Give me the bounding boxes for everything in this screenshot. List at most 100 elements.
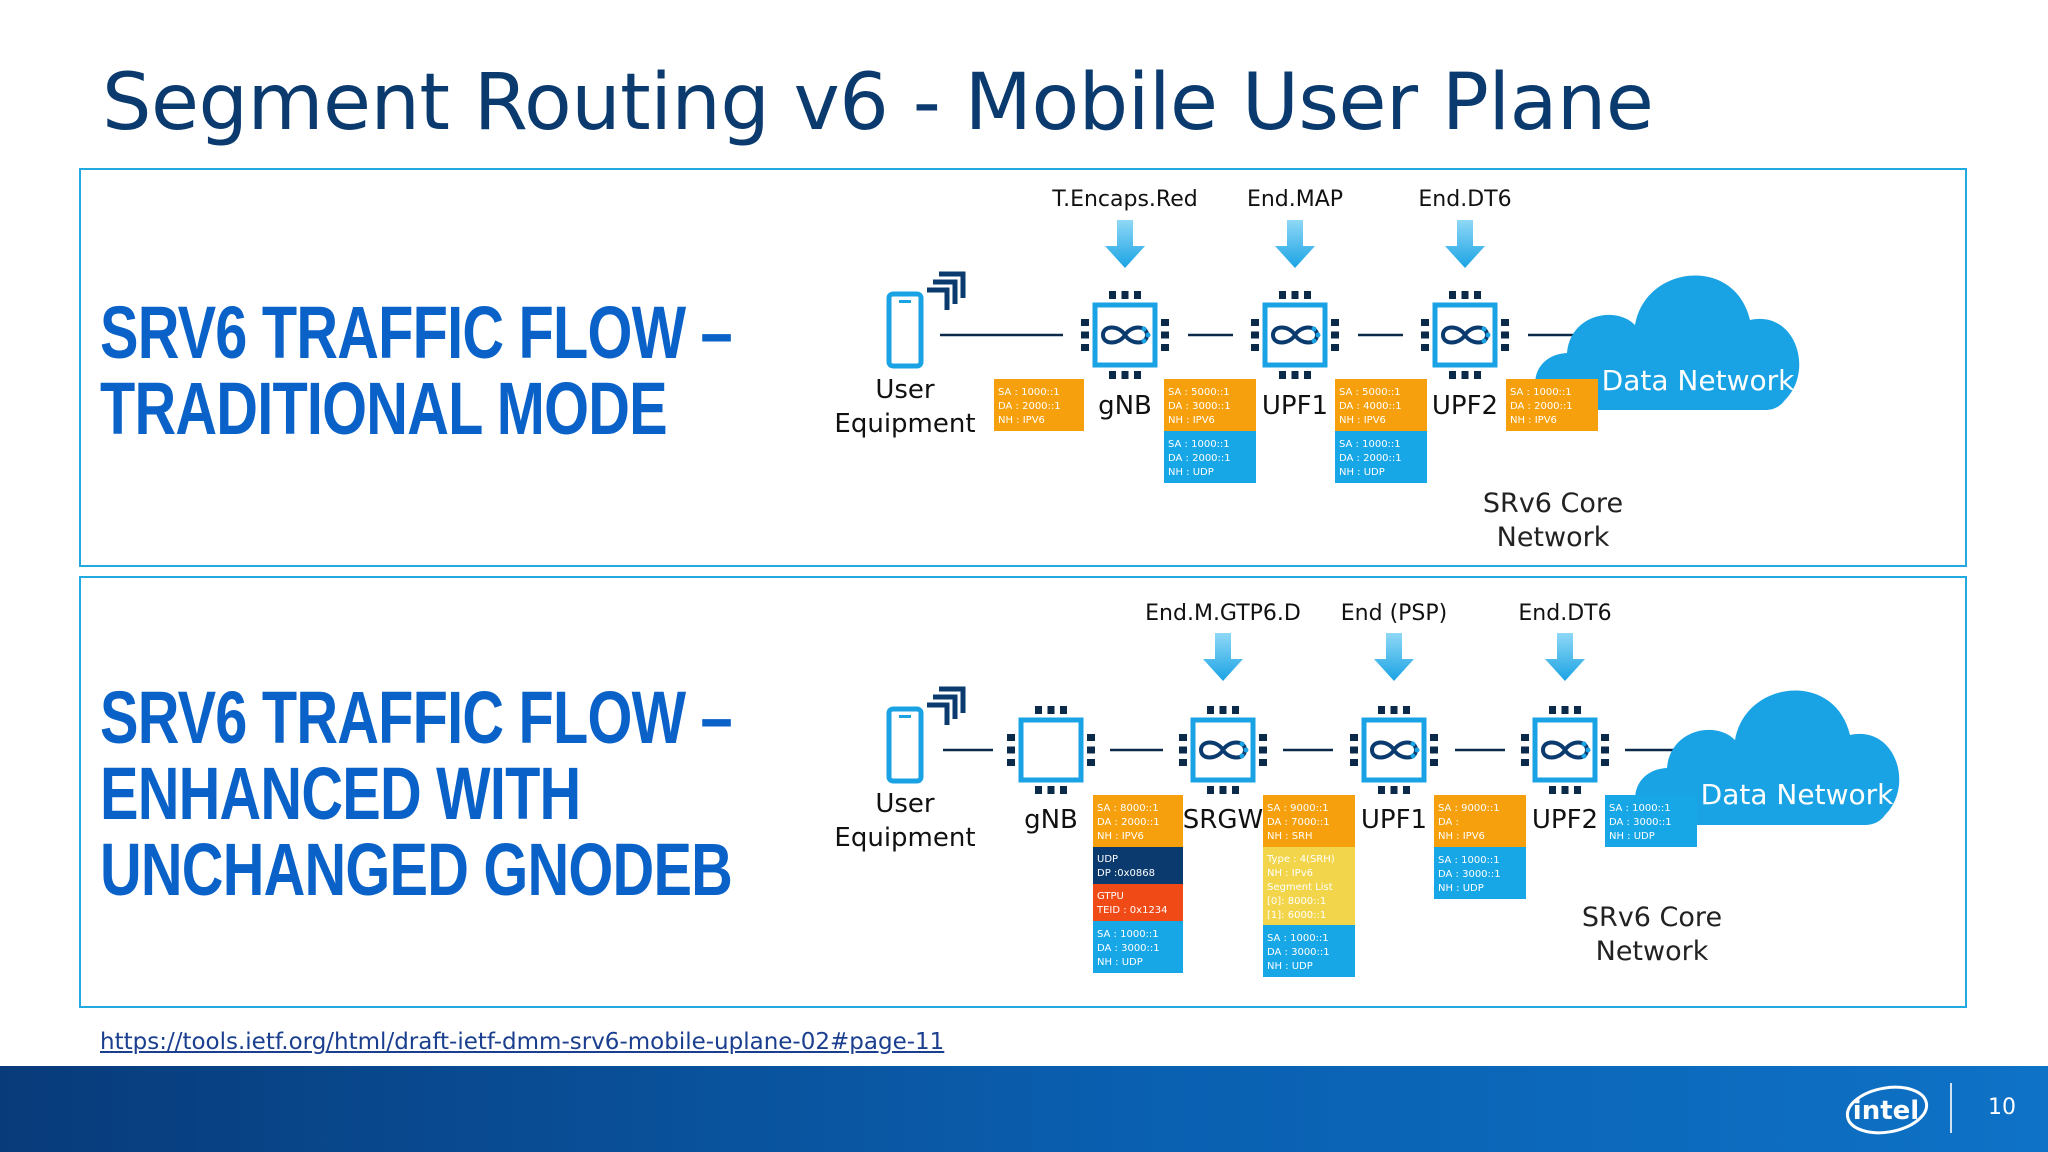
source-link[interactable]: https://tools.ietf.org/html/draft-ietf-d… — [100, 1029, 945, 1055]
svg-text:SA : 5000::1: SA : 5000::1 — [1339, 387, 1401, 398]
op-label: End.M.GTP6.D — [1145, 601, 1301, 626]
footer-divider — [1950, 1083, 1952, 1133]
svg-text:NH : UDP: NH : UDP — [1267, 961, 1313, 972]
svg-text:intel: intel — [1853, 1096, 1919, 1126]
packet-header: SA : 9000::1 DA : NH : IPV6 — [1434, 795, 1526, 847]
node-label: User — [875, 375, 935, 405]
gnb-chip-icon — [1081, 291, 1169, 379]
svg-text:DA : 2000::1: DA : 2000::1 — [1097, 817, 1160, 828]
node-label: gNB — [1098, 391, 1152, 421]
node-label: Equipment — [834, 409, 975, 439]
core-network-label: SRv6 Core — [1483, 488, 1623, 519]
srgw-chip-icon — [1179, 706, 1267, 794]
svg-text:[1]: 6000::1: [1]: 6000::1 — [1267, 910, 1326, 921]
gnb-chip-icon — [1007, 706, 1095, 794]
svg-text:SA : 1000::1: SA : 1000::1 — [1267, 933, 1329, 944]
svg-text:DA : 3000::1: DA : 3000::1 — [1168, 401, 1231, 412]
svg-text:SA : 1000::1: SA : 1000::1 — [1510, 387, 1572, 398]
enhanced-heading-line-3: UNCHANGED GNODEB — [100, 828, 733, 911]
footer-bar — [0, 1066, 2048, 1152]
node-label: UPF2 — [1532, 805, 1598, 835]
svg-text:NH : UDP: NH : UDP — [1438, 883, 1484, 894]
op-label: End.DT6 — [1418, 187, 1511, 212]
svg-text:SA : 9000::1: SA : 9000::1 — [1438, 803, 1500, 814]
svg-text:NH : IPV6: NH : IPV6 — [1097, 831, 1144, 842]
svg-text:DA : 3000::1: DA : 3000::1 — [1097, 943, 1160, 954]
svg-text:SA : 1000::1: SA : 1000::1 — [1609, 803, 1671, 814]
svg-text:SA : 1000::1: SA : 1000::1 — [1438, 855, 1500, 866]
svg-text:SA : 1000::1: SA : 1000::1 — [998, 387, 1060, 398]
svg-text:GTPU: GTPU — [1097, 891, 1124, 902]
svg-text:[0]: 8000::1: [0]: 8000::1 — [1267, 896, 1326, 907]
svg-text:DA : 2000::1: DA : 2000::1 — [1339, 453, 1402, 464]
svg-text:UDP: UDP — [1097, 854, 1118, 865]
enhanced-mode-panel — [79, 576, 1967, 1008]
traditional-heading-line-1: SRV6 TRAFFIC FLOW – — [100, 291, 733, 374]
page-number: 10 — [1988, 1095, 2016, 1120]
svg-text:TEID : 0x1234: TEID : 0x1234 — [1096, 905, 1168, 916]
packet-header: SA : 9000::1 DA : 7000::1 NH : SRH — [1263, 795, 1355, 847]
svg-text:DA : 3000::1: DA : 3000::1 — [1267, 947, 1330, 958]
arrow-down-icon — [1105, 220, 1145, 268]
data-network-label: Data Network — [1602, 364, 1795, 397]
svg-text:DA : 7000::1: DA : 7000::1 — [1267, 817, 1330, 828]
svg-text:SA : 1000::1: SA : 1000::1 — [1097, 929, 1159, 940]
svg-text:NH : UDP: NH : UDP — [1168, 467, 1214, 478]
user-equipment-icon — [889, 274, 963, 366]
node-label: SRGW — [1183, 805, 1263, 835]
traditional-mode-panel — [79, 168, 1967, 567]
svg-text:NH : UDP: NH : UDP — [1609, 831, 1655, 842]
svg-text:DA : 4000::1: DA : 4000::1 — [1339, 401, 1402, 412]
slide-title: Segment Routing v6 - Mobile User Plane — [102, 58, 1654, 148]
svg-text:DA :: DA : — [1438, 817, 1459, 828]
packet-header: UDP DP :0x0868 — [1093, 847, 1183, 884]
op-label: T.Encaps.Red — [1051, 187, 1197, 212]
svg-text:SA : 5000::1: SA : 5000::1 — [1168, 387, 1230, 398]
node-label: UPF1 — [1262, 391, 1328, 421]
upf2-chip-icon — [1421, 291, 1509, 379]
traditional-heading: SRV6 TRAFFIC FLOW – TRADITIONAL MODE — [100, 291, 733, 447]
svg-text:NH : IPV6: NH : IPV6 — [1168, 415, 1215, 426]
node-label: User — [875, 789, 935, 819]
svg-text:NH : IPV6: NH : IPV6 — [1339, 415, 1386, 426]
packet-header: SA : 1000::1 DA : 2000::1 NH : UDP — [1164, 431, 1256, 483]
svg-text:DA : 3000::1: DA : 3000::1 — [1609, 817, 1672, 828]
svg-text:SA : 1000::1: SA : 1000::1 — [1339, 439, 1401, 450]
core-network-label: Network — [1596, 936, 1709, 967]
svg-text:DA : 2000::1: DA : 2000::1 — [998, 401, 1061, 412]
svg-text:DP :0x0868: DP :0x0868 — [1097, 868, 1155, 879]
packet-header: Type : 4(SRH) NH : IPv6 Segment List [0]… — [1263, 847, 1355, 925]
svg-text:Segment List: Segment List — [1267, 882, 1333, 893]
upf2-chip-icon — [1521, 706, 1609, 794]
intel-logo: intel — [1845, 1085, 1929, 1135]
core-network-label: SRv6 Core — [1582, 902, 1722, 933]
packet-header: SA : 1000::1 DA : 3000::1 NH : UDP — [1093, 921, 1183, 973]
op-label: End.MAP — [1247, 187, 1343, 212]
upf1-chip-icon — [1251, 291, 1339, 379]
packet-header: SA : 5000::1 DA : 4000::1 NH : IPV6 — [1335, 379, 1427, 431]
svg-text:NH : IPv6: NH : IPv6 — [1267, 868, 1313, 879]
svg-text:NH : IPV6: NH : IPV6 — [998, 415, 1045, 426]
user-equipment-icon — [889, 689, 963, 781]
svg-text:NH : IPV6: NH : IPV6 — [1510, 415, 1557, 426]
enhanced-heading-line-1: SRV6 TRAFFIC FLOW – — [100, 676, 733, 759]
packet-header: SA : 1000::1 DA : 2000::1 NH : IPV6 — [1506, 379, 1598, 431]
node-label: UPF1 — [1361, 805, 1427, 835]
enhanced-heading: SRV6 TRAFFIC FLOW – ENHANCED WITH UNCHAN… — [100, 676, 733, 911]
node-label: Equipment — [834, 823, 975, 853]
packet-header: SA : 1000::1 DA : 3000::1 NH : UDP — [1434, 847, 1526, 899]
svg-text:DA : 2000::1: DA : 2000::1 — [1168, 453, 1231, 464]
arrow-down-icon — [1275, 220, 1315, 268]
packet-header: SA : 1000::1 DA : 3000::1 NH : UDP — [1605, 795, 1697, 847]
packet-header: SA : 1000::1 DA : 2000::1 NH : IPV6 — [994, 379, 1084, 431]
upf1-chip-icon — [1350, 706, 1438, 794]
svg-text:DA : 2000::1: DA : 2000::1 — [1510, 401, 1573, 412]
data-network-label: Data Network — [1701, 778, 1894, 811]
arrow-down-icon — [1545, 633, 1585, 681]
arrow-down-icon — [1445, 220, 1485, 268]
packet-header: SA : 1000::1 DA : 3000::1 NH : UDP — [1263, 925, 1355, 977]
packet-header: GTPU TEID : 0x1234 — [1093, 884, 1183, 921]
svg-text:Type : 4(SRH): Type : 4(SRH) — [1266, 854, 1335, 865]
svg-text:NH : UDP: NH : UDP — [1339, 467, 1385, 478]
